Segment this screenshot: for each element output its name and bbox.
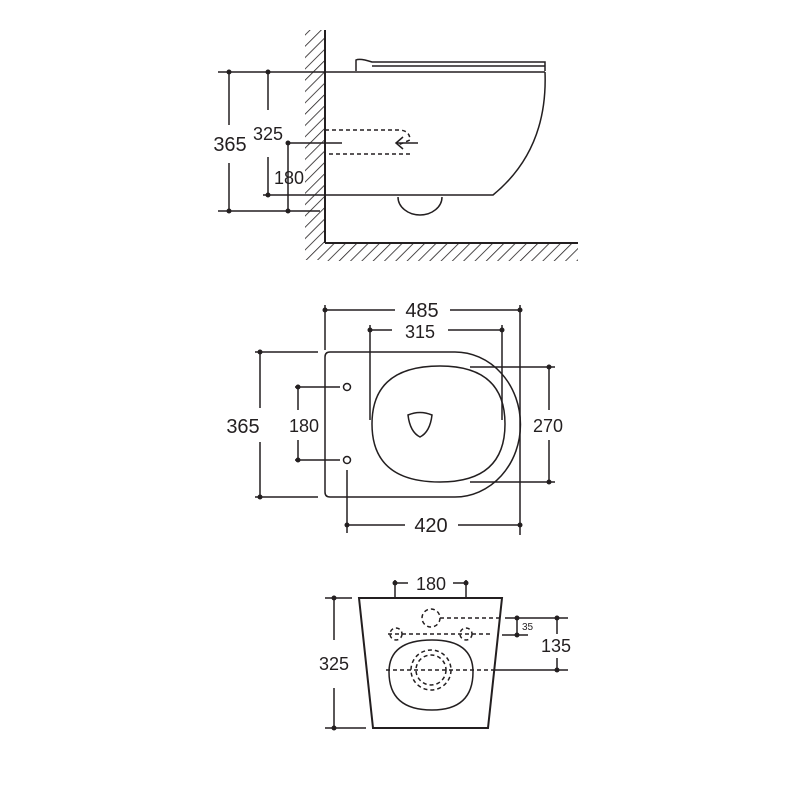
seat-outline: [371, 365, 506, 483]
dim-label-180: 180: [274, 168, 304, 188]
dim-label-180-rear: 180: [416, 574, 446, 594]
side-view: 365 325 180: [213, 30, 578, 261]
fixing-hole: [342, 455, 352, 465]
dim-label-365: 365: [213, 134, 246, 156]
top-view: 485 315 365 180 270 420: [226, 300, 563, 537]
dim-dots: [226, 69, 291, 214]
fixing-hole: [342, 382, 352, 392]
wall-hatch: [305, 30, 325, 260]
dim-label-35: 35: [522, 622, 534, 633]
dim-dots: [331, 580, 560, 731]
dim-label-315: 315: [405, 322, 435, 342]
dim-label-270: 270: [533, 416, 563, 436]
inlet-pipe: [325, 129, 411, 155]
dim-dots: [257, 307, 552, 528]
arrow-head-icon: [394, 136, 404, 150]
rear-view: 180 325 35 135: [319, 574, 571, 731]
dim-label-325-rear: 325: [319, 654, 349, 674]
bowl-outline-top: [324, 351, 522, 498]
floor-hatch: [325, 243, 578, 261]
bowl-outlet: [397, 196, 443, 216]
dim-label-180-top: 180: [289, 416, 319, 436]
rear-outline: [357, 597, 504, 729]
seat-lid: [355, 58, 546, 71]
drain-icon: [407, 411, 433, 438]
dim-label-420: 420: [414, 515, 447, 537]
bowl-outline: [263, 71, 546, 196]
dim-label-485: 485: [405, 300, 438, 322]
dim-label-325: 325: [253, 124, 283, 144]
dim-label-135: 135: [541, 636, 571, 656]
inlet-hole: [421, 608, 441, 628]
dim-label-365-top: 365: [226, 416, 259, 438]
outlet-outline: [388, 639, 474, 711]
